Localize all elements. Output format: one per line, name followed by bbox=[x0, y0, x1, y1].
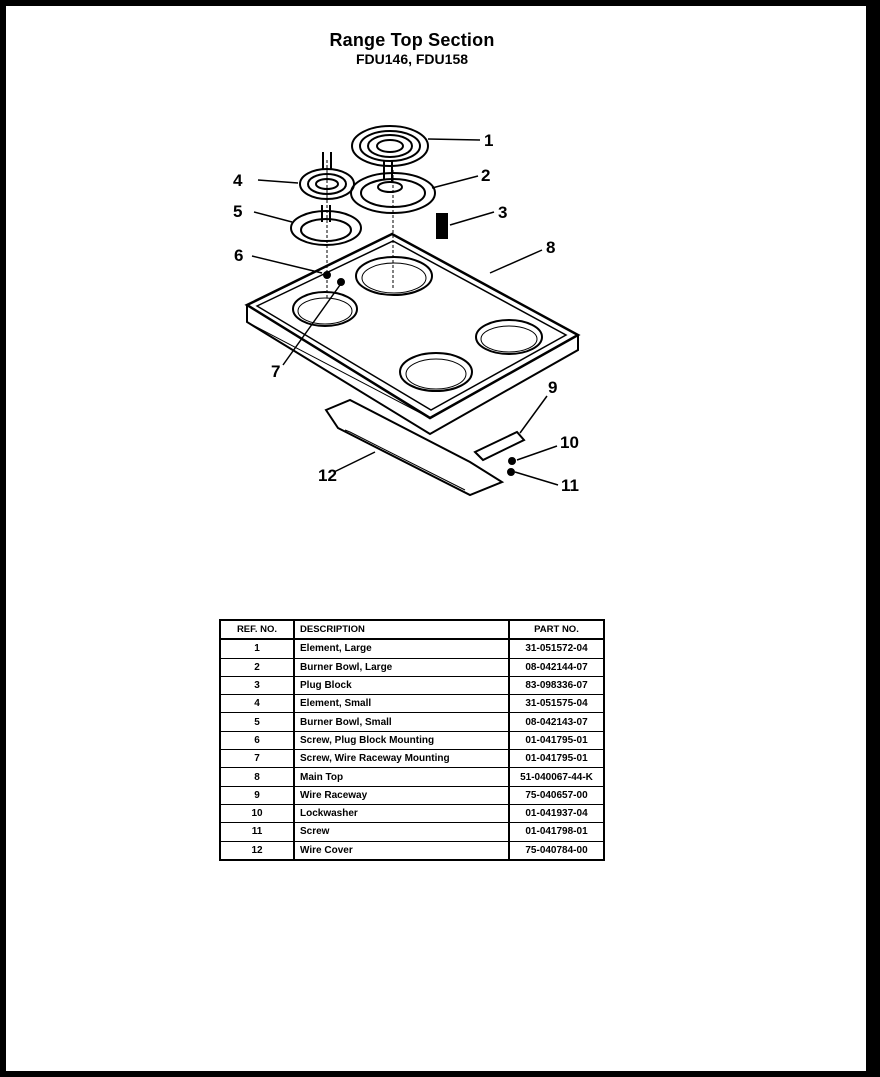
part-cell: 08-042143-07 bbox=[508, 712, 605, 732]
description-cell: Main Top bbox=[293, 767, 510, 787]
exploded-parts-diagram: 1 2 3 4 5 6 7 8 9 10 11 12 bbox=[233, 125, 581, 497]
part-cell: 08-042144-07 bbox=[508, 658, 605, 677]
ref-cell: 12 bbox=[219, 841, 295, 860]
table-header-row: REF. NO. DESCRIPTION PART NO. bbox=[219, 620, 605, 641]
part-cell: 83-098336-07 bbox=[508, 676, 605, 695]
description-cell: Element, Small bbox=[293, 694, 510, 713]
small-burner-bowl-drawing bbox=[290, 205, 362, 246]
main-top-drawing bbox=[244, 232, 581, 436]
screw-7-drawing bbox=[337, 278, 345, 286]
ref-cell: 1 bbox=[219, 639, 295, 659]
description-cell: Screw, Plug Block Mounting bbox=[293, 731, 510, 750]
callout-1: 1 bbox=[484, 131, 493, 150]
ref-cell: 10 bbox=[219, 804, 295, 823]
part-cell: 51-040067-44-K bbox=[508, 767, 605, 787]
ref-cell: 2 bbox=[219, 658, 295, 677]
part-cell: 75-040784-00 bbox=[508, 841, 605, 860]
description-cell: Lockwasher bbox=[293, 804, 510, 823]
part-cell: 01-041795-01 bbox=[508, 731, 605, 750]
title-block: Range Top Section FDU146, FDU158 bbox=[6, 30, 818, 67]
ref-cell: 11 bbox=[219, 822, 295, 842]
description-cell: Element, Large bbox=[293, 639, 510, 659]
callout-5: 5 bbox=[233, 202, 242, 221]
header-part-no: PART NO. bbox=[508, 620, 605, 641]
callout-8: 8 bbox=[546, 238, 555, 257]
wire-raceway-drawing bbox=[473, 430, 526, 462]
wire-cover-drawing bbox=[324, 398, 505, 497]
part-cell: 01-041798-01 bbox=[508, 822, 605, 842]
part-cell: 75-040657-00 bbox=[508, 786, 605, 805]
ref-cell: 7 bbox=[219, 749, 295, 768]
description-cell: Screw, Wire Raceway Mounting bbox=[293, 749, 510, 768]
large-element-drawing bbox=[351, 125, 429, 182]
ref-cell: 6 bbox=[219, 731, 295, 750]
page-title: Range Top Section bbox=[329, 30, 495, 50]
callout-4: 4 bbox=[233, 171, 243, 190]
ref-cell: 5 bbox=[219, 712, 295, 732]
callout-2: 2 bbox=[481, 166, 490, 185]
header-ref-no: REF. NO. bbox=[219, 620, 295, 641]
ref-cell: 9 bbox=[219, 786, 295, 805]
ref-cell: 4 bbox=[219, 694, 295, 713]
ref-cell: 8 bbox=[219, 767, 295, 787]
description-cell: Burner Bowl, Small bbox=[293, 712, 510, 732]
callout-11: 11 bbox=[561, 476, 579, 495]
callout-3: 3 bbox=[498, 203, 507, 222]
lockwasher-drawing bbox=[508, 457, 516, 465]
description-cell: Burner Bowl, Large bbox=[293, 658, 510, 677]
part-cell: 31-051572-04 bbox=[508, 639, 605, 659]
ref-cell: 3 bbox=[219, 676, 295, 695]
callout-12: 12 bbox=[318, 466, 337, 485]
small-element-drawing bbox=[299, 152, 355, 200]
description-cell: Screw bbox=[293, 822, 510, 842]
description-cell: Wire Cover bbox=[293, 841, 510, 860]
screw-11-drawing bbox=[507, 468, 515, 476]
callout-7: 7 bbox=[271, 362, 280, 381]
paper: Range Top Section FDU146, FDU158 bbox=[6, 6, 866, 1071]
callout-10: 10 bbox=[560, 433, 579, 452]
description-cell: Wire Raceway bbox=[293, 786, 510, 805]
page-subtitle: FDU146, FDU158 bbox=[355, 51, 469, 67]
callout-9: 9 bbox=[548, 378, 557, 397]
part-cell: 31-051575-04 bbox=[508, 694, 605, 713]
description-cell: Plug Block bbox=[293, 676, 510, 695]
callout-6: 6 bbox=[234, 246, 243, 265]
header-description: DESCRIPTION bbox=[293, 620, 510, 641]
plug-block-drawing bbox=[436, 213, 448, 239]
part-cell: 01-041795-01 bbox=[508, 749, 605, 768]
part-cell: 01-041937-04 bbox=[508, 804, 605, 823]
